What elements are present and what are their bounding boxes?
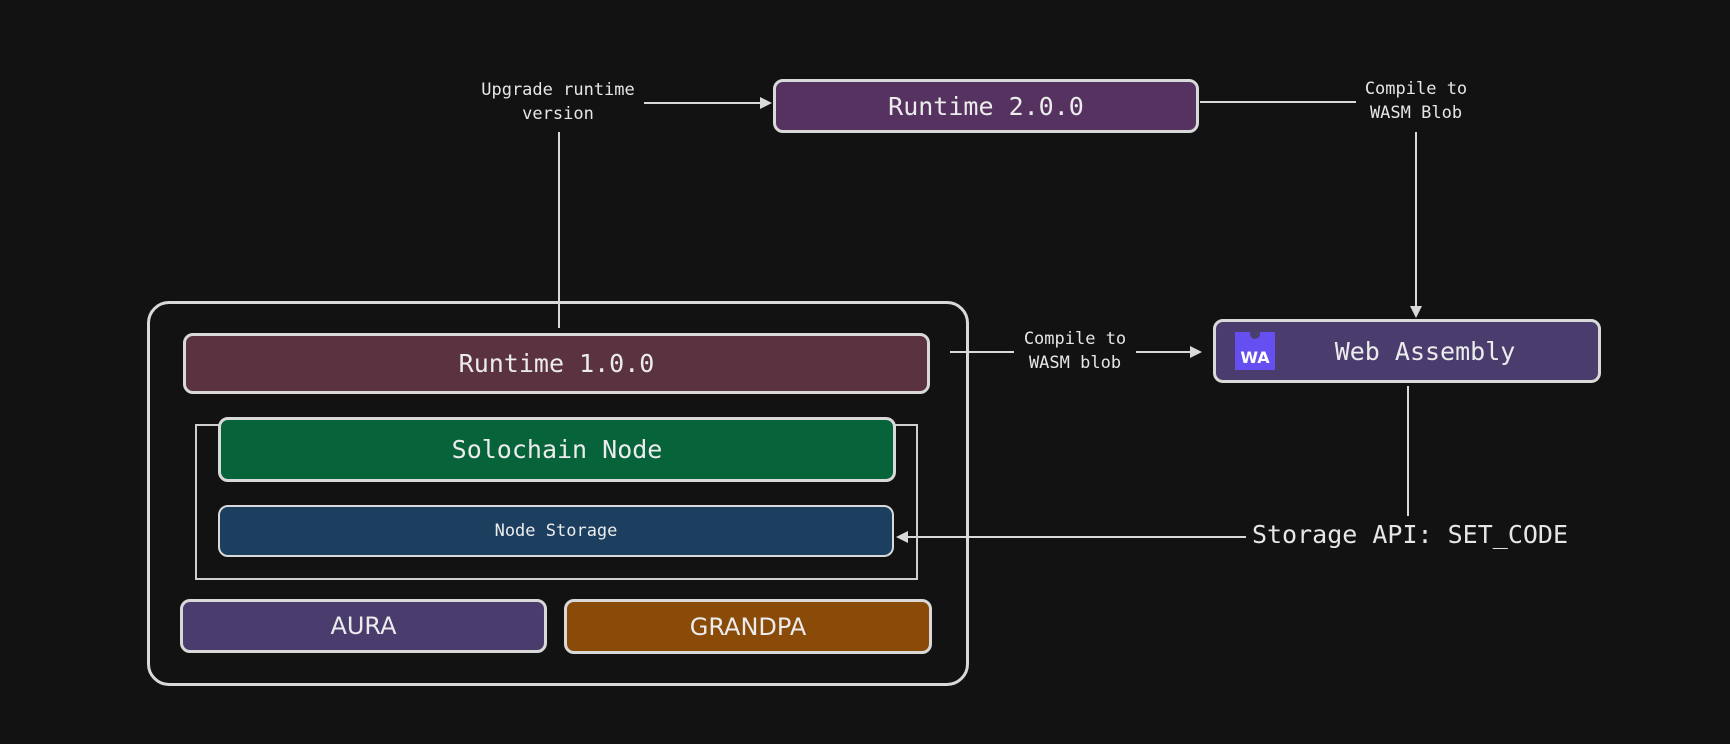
aura-box: AURA	[180, 599, 547, 653]
node-storage-label: Node Storage	[494, 521, 618, 541]
node-storage-box: Node Storage	[218, 505, 894, 557]
grandpa-label: GRANDPA	[689, 612, 807, 641]
upgrade-runtime-label: Upgrade runtime version	[472, 78, 644, 126]
aura-label: AURA	[330, 612, 397, 640]
upgrade-runtime-line1: Upgrade runtime	[481, 80, 635, 100]
compile-mid-label: Compile to WASM blob	[1014, 327, 1136, 375]
storage-api-label: Storage API: SET_CODE	[1249, 519, 1571, 551]
upgrade-runtime-line2: version	[522, 104, 594, 124]
grandpa-box: GRANDPA	[564, 599, 932, 654]
node-frame	[147, 301, 969, 686]
runtime-2-label: Runtime 2.0.0	[888, 91, 1084, 121]
runtime-2-box: Runtime 2.0.0	[773, 79, 1199, 133]
compile-mid-line2: WASM blob	[1028, 353, 1122, 373]
solochain-node-label: Solochain Node	[451, 435, 663, 464]
webassembly-logo-icon: WA	[1235, 331, 1275, 370]
webassembly-logo-text: WA	[1240, 348, 1270, 367]
web-assembly-box: WA Web Assembly	[1213, 319, 1601, 383]
compile-mid-line1: Compile to	[1023, 329, 1127, 349]
runtime-1-box: Runtime 1.0.0	[183, 333, 930, 394]
compile-top-label: Compile to WASM Blob	[1356, 77, 1476, 125]
web-assembly-label: Web Assembly	[1334, 336, 1516, 366]
storage-api-text: Storage API: SET_CODE	[1251, 520, 1569, 549]
solochain-node-box: Solochain Node	[218, 417, 896, 482]
compile-top-line1: Compile to	[1364, 79, 1468, 99]
compile-top-line2: WASM Blob	[1369, 103, 1463, 123]
runtime-1-label: Runtime 1.0.0	[458, 349, 655, 378]
